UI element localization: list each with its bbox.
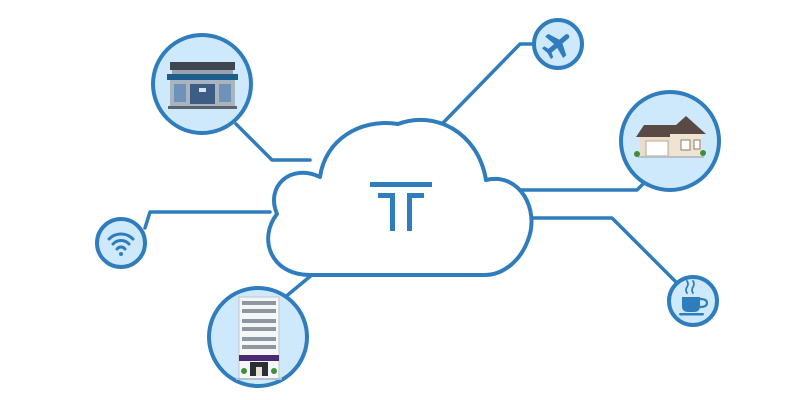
connector-storefront (234, 122, 312, 162)
node-house (619, 90, 721, 192)
cloud-shape (266, 117, 534, 277)
t-logo-icon (370, 182, 432, 231)
node-office-building (207, 286, 309, 388)
connector-house (514, 175, 652, 192)
connector-building (282, 272, 315, 300)
office-building-icon (236, 296, 282, 380)
connector-wifi (143, 210, 272, 230)
node-wifi (95, 217, 147, 269)
node-airplane (532, 18, 584, 70)
connector-lines (143, 42, 678, 300)
house-icon (634, 116, 706, 158)
node-coffee (667, 275, 719, 327)
node-storefront (151, 33, 253, 135)
connector-coffee (530, 216, 678, 284)
airplane-icon (542, 33, 570, 60)
storefront-icon (167, 62, 238, 109)
cloud (266, 117, 534, 277)
coffee-cup-icon (679, 280, 709, 316)
connector-airplane (438, 42, 535, 128)
wifi-icon (107, 232, 135, 256)
